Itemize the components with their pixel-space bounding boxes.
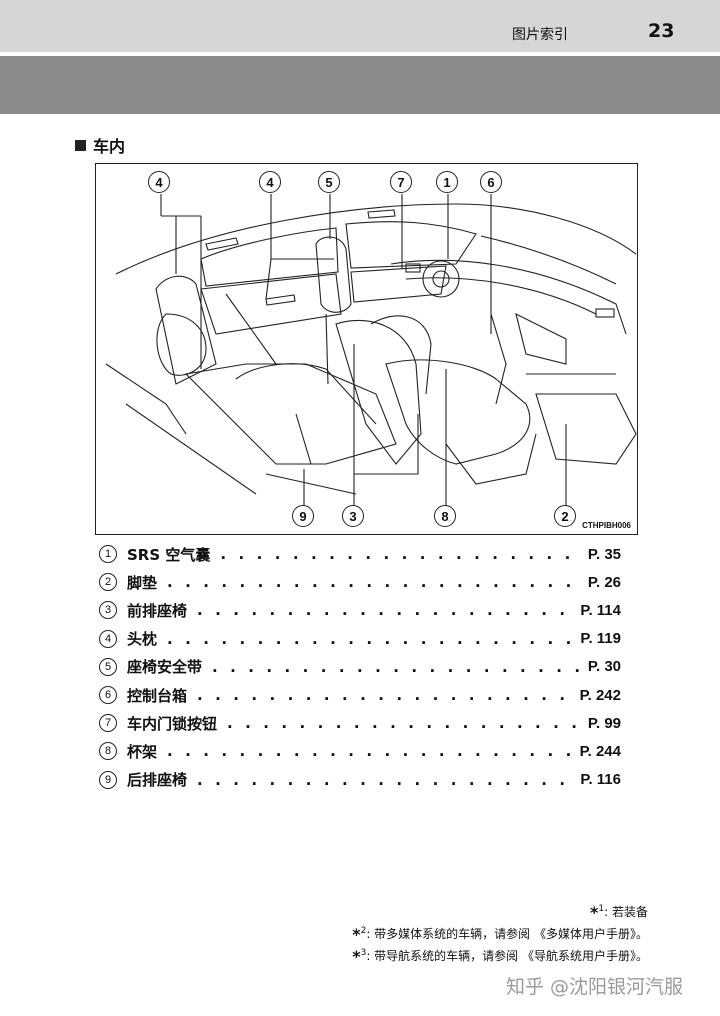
footnotes: *1: 若装备 *2: 带多媒体系统的车辆，请参阅 《多媒体用户手册》。 *3:… <box>352 900 648 966</box>
item-page-ref: P. 35 <box>587 545 621 563</box>
item-label: 控制台箱 <box>127 686 188 705</box>
footnote-index: 2 <box>360 926 367 936</box>
item-number: 1 <box>99 545 117 564</box>
item-label: 前排座椅 <box>127 601 188 620</box>
item-label: 后排座椅 <box>127 771 188 790</box>
item-page-ref: P. 99 <box>587 714 621 732</box>
item-label: SRS 空气囊 <box>127 545 211 564</box>
dot-leader <box>197 686 576 704</box>
list-item: 5 座椅安全带 P. 30 <box>99 653 621 681</box>
item-page-ref: P. 114 <box>580 601 621 619</box>
footnote-mark: * <box>590 903 599 922</box>
callout-top-6: 6 <box>480 171 502 193</box>
callout-top-3: 5 <box>318 171 340 193</box>
footnote-mark: * <box>352 947 361 966</box>
list-item: 8 杯架 P. 244 <box>99 737 621 765</box>
callout-top-1: 4 <box>148 171 170 193</box>
footnote-text: : 若装备 <box>604 905 648 919</box>
item-number: 8 <box>99 742 117 761</box>
callout-bottom-1: 9 <box>292 505 314 527</box>
dot-leader <box>167 630 576 648</box>
callout-top-2: 4 <box>259 171 281 193</box>
dot-leader <box>197 771 576 789</box>
item-number: 7 <box>99 714 117 733</box>
dot-leader <box>227 714 584 732</box>
dot-leader <box>167 573 584 591</box>
item-number: 6 <box>99 686 117 705</box>
item-page-ref: P. 30 <box>587 658 621 676</box>
footnote-mark: * <box>352 925 361 944</box>
footnote: *1: 若装备 <box>352 900 648 922</box>
figure-code: CTHPIBH006 <box>582 521 631 530</box>
item-page-ref: P. 119 <box>580 630 621 648</box>
callout-bottom-2: 3 <box>342 505 364 527</box>
item-page-ref: P. 116 <box>580 771 621 789</box>
footnote-index: 3 <box>360 948 367 958</box>
footnote: *3: 带导航系统的车辆，请参阅 《导航系统用户手册》。 <box>352 944 648 966</box>
list-item: 4 头枕 P. 119 <box>99 625 621 653</box>
dot-leader <box>167 742 576 760</box>
item-number: 9 <box>99 770 117 789</box>
component-index-list: 1 SRS 空气囊 P. 35 2 脚垫 P. 26 3 前排座椅 P. 114… <box>99 540 621 794</box>
item-number: 5 <box>99 657 117 676</box>
section-title: 图片索引 <box>512 27 568 43</box>
dot-leader <box>220 545 584 563</box>
item-page-ref: P. 242 <box>579 686 621 704</box>
dot-leader <box>197 601 576 619</box>
list-item: 2 脚垫 P. 26 <box>99 568 621 596</box>
interior-illustration: 4 4 5 7 1 6 9 3 8 2 CTHPIBH006 <box>95 163 638 535</box>
item-page-ref: P. 244 <box>579 742 621 760</box>
item-label: 脚垫 <box>127 573 158 592</box>
header-divider <box>0 52 720 56</box>
dot-leader <box>212 658 584 676</box>
item-label: 车内门锁按钮 <box>127 714 218 733</box>
list-item: 7 车内门锁按钮 P. 99 <box>99 709 621 737</box>
footnote: *2: 带多媒体系统的车辆，请参阅 《多媒体用户手册》。 <box>352 922 648 944</box>
item-label: 杯架 <box>127 742 158 761</box>
watermark: 知乎 @沈阳银河汽服 <box>506 976 684 998</box>
section-heading-text: 车内 <box>93 137 126 156</box>
item-number: 3 <box>99 601 117 620</box>
callout-top-5: 1 <box>436 171 458 193</box>
item-label: 座椅安全带 <box>127 658 203 677</box>
list-item: 3 前排座椅 P. 114 <box>99 596 621 624</box>
callout-top-4: 7 <box>390 171 412 193</box>
list-item: 1 SRS 空气囊 P. 35 <box>99 540 621 568</box>
footnote-index: 1 <box>598 904 605 914</box>
page-header: 图片索引 23 <box>0 0 720 52</box>
item-label: 头枕 <box>127 630 158 649</box>
callout-bottom-4: 2 <box>554 505 576 527</box>
square-bullet-icon <box>75 139 86 151</box>
callout-bottom-3: 8 <box>434 505 456 527</box>
item-number: 4 <box>99 629 117 648</box>
footnote-text: : 带多媒体系统的车辆，请参阅 《多媒体用户手册》。 <box>366 927 648 941</box>
list-item: 9 后排座椅 P. 116 <box>99 766 621 794</box>
item-number: 2 <box>99 573 117 592</box>
item-page-ref: P. 26 <box>587 573 621 591</box>
footnote-text: : 带导航系统的车辆，请参阅 《导航系统用户手册》。 <box>366 949 648 963</box>
header-band <box>0 56 720 114</box>
list-item: 6 控制台箱 P. 242 <box>99 681 621 709</box>
car-interior-drawing <box>105 194 637 514</box>
section-heading: 车内 <box>75 133 125 157</box>
page-number: 23 <box>648 20 675 42</box>
